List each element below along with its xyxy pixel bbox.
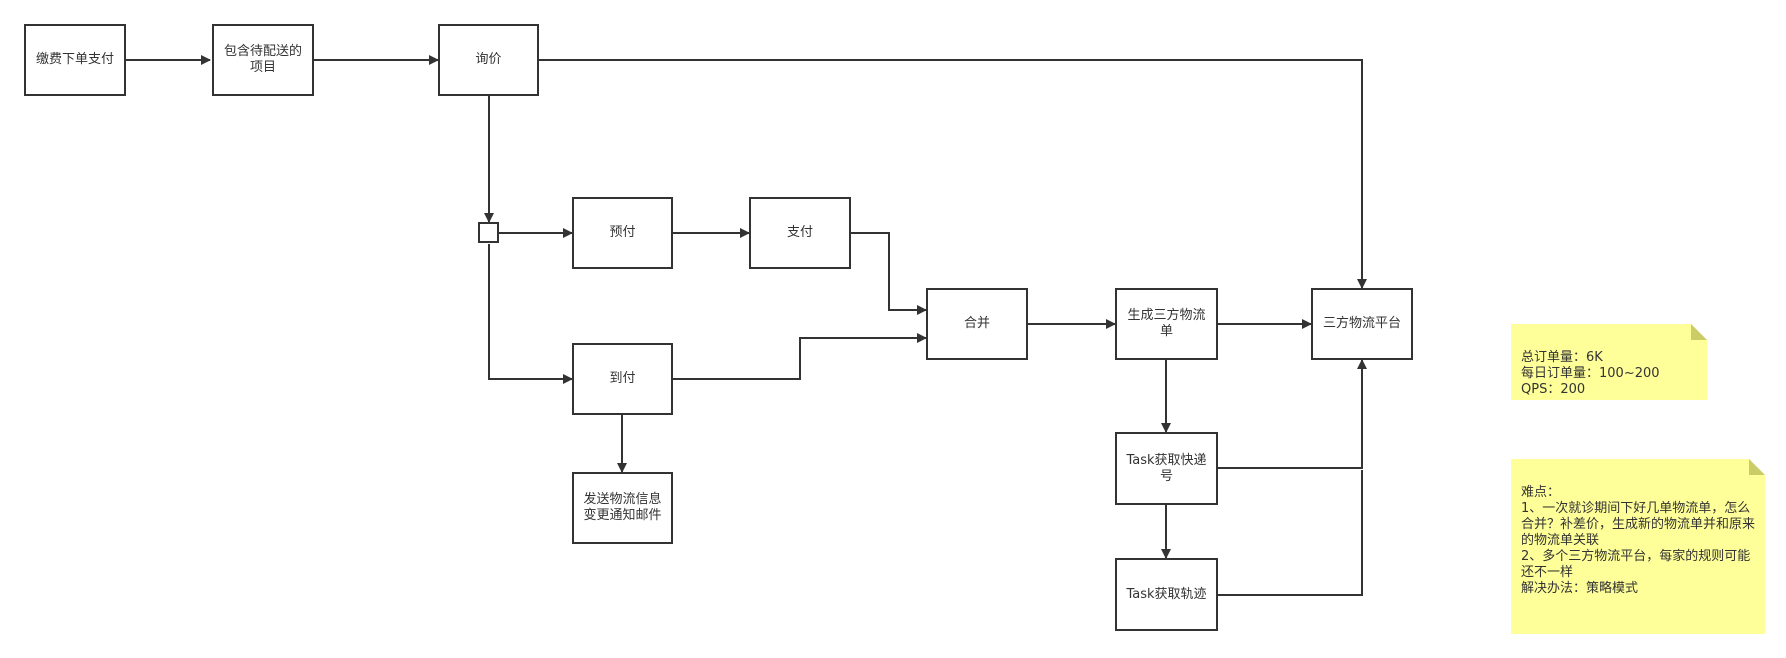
node-include-items-label: 包含待配送的项目	[223, 44, 302, 75]
node-task-express: Task获取快递号	[1115, 432, 1218, 505]
edge-payment-to-merge	[851, 232, 927, 315]
node-include-items: 包含待配送的项目	[212, 24, 314, 96]
node-payment-label: 支付	[786, 225, 813, 240]
node-platform-label: 三方物流平台	[1322, 316, 1401, 331]
node-generate-order-label: 生成三方物流单	[1127, 308, 1206, 339]
node-cod: 到付	[572, 343, 673, 415]
sticky-note-stats-fold	[1691, 324, 1723, 340]
edge-inquiry-to-platform	[539, 59, 1367, 289]
edge-task-express-to-platform	[1218, 359, 1367, 469]
node-pay: 缴费下单支付	[24, 24, 126, 96]
node-send-email: 发送物流信息变更通知邮件	[572, 472, 673, 544]
sticky-note-difficulties-fold	[1749, 459, 1765, 475]
sticky-note-difficulties-text: 难点： 1、一次就诊期间下好几单物流单，怎么合并？补差价，生成新的物流单并和原来…	[1521, 485, 1756, 596]
sticky-note-stats: 总订单量：6K 每日订单量：100~200 QPS：200	[1511, 324, 1707, 400]
node-inquiry-label: 询价	[475, 52, 502, 67]
sticky-note-difficulties: 难点： 1、一次就诊期间下好几单物流单，怎么合并？补差价，生成新的物流单并和原来…	[1511, 459, 1765, 634]
junction-square	[478, 222, 499, 243]
node-payment: 支付	[749, 197, 851, 269]
edge-junction-to-cod	[488, 244, 573, 384]
node-merge-label: 合并	[963, 316, 990, 331]
edge-task-track-to-platform	[1218, 470, 1363, 596]
node-generate-order: 生成三方物流单	[1115, 288, 1218, 360]
edge-cod-to-merge	[673, 333, 927, 380]
node-send-email-label: 发送物流信息变更通知邮件	[583, 492, 662, 523]
node-prepay: 预付	[572, 197, 673, 269]
sticky-note-stats-text: 总订单量：6K 每日订单量：100~200 QPS：200	[1521, 350, 1660, 397]
node-pay-label: 缴费下单支付	[35, 52, 114, 67]
node-cod-label: 到付	[609, 371, 636, 386]
node-task-track: Task获取轨迹	[1115, 558, 1218, 631]
node-prepay-label: 预付	[609, 225, 636, 240]
node-merge: 合并	[926, 288, 1028, 360]
node-task-track-label: Task获取轨迹	[1126, 586, 1207, 602]
node-task-express-label: Task获取快递号	[1126, 452, 1207, 484]
node-platform: 三方物流平台	[1311, 288, 1413, 360]
node-inquiry: 询价	[438, 24, 539, 96]
